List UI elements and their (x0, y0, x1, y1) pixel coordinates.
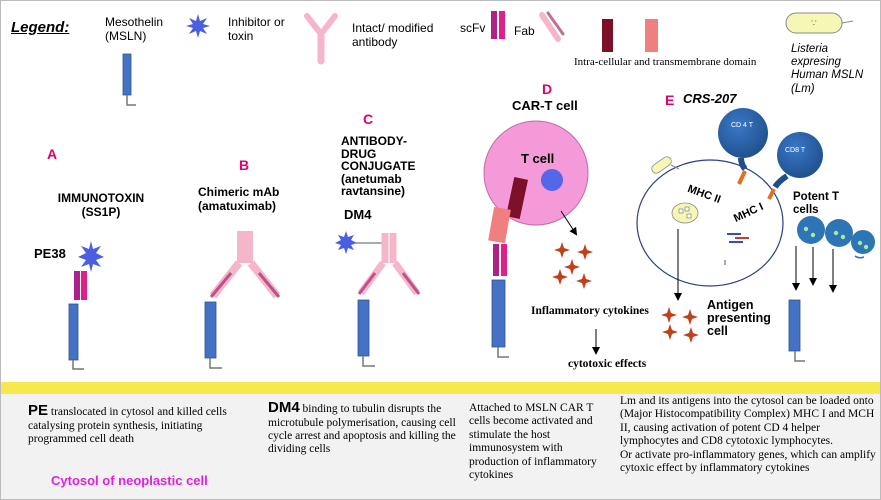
panel-d-letter: D (542, 81, 553, 97)
panel-d-graphics (483, 120, 600, 358)
panel-c-title: ANTIBODY-DRUG CONJUGATE (anetumab ravtan… (341, 134, 416, 199)
desc-a-strong: PE (28, 402, 49, 419)
potent-t-cells-label: Potent T cells (793, 191, 839, 216)
legend-inhibitor-label: Inhibitor or toxin (228, 15, 285, 43)
panel-a-title: IMMUNOTOXIN (SS1P) (57, 191, 145, 219)
desc-c-text: binding to tubulin disrupts the microtub… (268, 403, 456, 456)
legend-mesothelin-label: Mesothelin (MSLN) (105, 15, 164, 43)
legend-domain-label: Intra-cellular and transmembrane domain (574, 56, 757, 68)
panel-a-graphics (68, 241, 104, 370)
legend-antibody-icon (304, 13, 338, 65)
panel-a-toxin-label: PE38 (34, 246, 66, 261)
panel-c-letter: C (363, 111, 374, 127)
legend-inhibitor-icon (186, 14, 210, 38)
legend-domain-icons (602, 19, 658, 52)
svg-text:∵: ∵ (811, 18, 817, 28)
yellow-band (1, 382, 880, 394)
panel-c-graphics (335, 231, 421, 367)
panel-e-letter: E (665, 92, 675, 108)
desc-a-text: translocated in cytosol and killed cells… (28, 406, 227, 445)
desc-panel-d: Attached to MSLN CAR T cells become acti… (469, 402, 597, 482)
legend-title: Legend: (11, 19, 70, 36)
desc-e-text1: Lm and its antigens into the cytosol can… (620, 395, 875, 448)
legend-scfv-icon (491, 11, 505, 39)
desc-panel-a: PE translocated in cytosol and killed ce… (28, 402, 253, 446)
panel-d-tcell-label: T cell (521, 151, 555, 166)
panel-e-title: CRS-207 (683, 91, 737, 106)
legend-msln-icon (122, 53, 136, 106)
cd4-cell-label: CD 4 T (731, 122, 754, 129)
panel-d-cytokines-label: Inflammatory cytokines (531, 305, 649, 317)
panel-d-title: CAR-T cell (512, 98, 578, 113)
cd8-cell-label: CD8 T (785, 147, 806, 154)
panel-b-title: Chimeric mAb (amatuximab) (198, 185, 280, 213)
panel-b-graphics (204, 231, 281, 369)
panel-e-graphics: CD 4 T CD8 T (636, 108, 875, 362)
panel-d-cytotoxic-label: cytotoxic effects (568, 358, 647, 370)
legend-fab-icon (539, 11, 565, 42)
desc-c-strong: DM4 (268, 399, 300, 416)
legend-antibody-label: Intact/ modified antibody (352, 21, 434, 49)
legend-listeria-label: Listeria expresing Human MSLN (Lm) (791, 43, 864, 95)
panel-c-drug-label: DM4 (344, 207, 372, 222)
legend-scfv-label: scFv (460, 21, 486, 35)
desc-e-text2: Or activate pro-inflammatory genes, whic… (620, 448, 876, 475)
desc-a-cytosol: Cytosol of neoplastic cell (51, 473, 208, 488)
apc-label: Antigen presenting cell (707, 298, 771, 339)
description-area (1, 394, 880, 499)
legend-listeria-icon: ∵ (785, 12, 854, 34)
desc-panel-c: DM4 binding to tubulin disrupts the micr… (268, 399, 463, 457)
legend-fab-label: Fab (514, 24, 535, 38)
panel-a-letter: A (47, 146, 58, 162)
panel-b-letter: B (239, 157, 250, 173)
desc-panel-e: Lm and its antigens into the cytosol can… (620, 395, 878, 476)
